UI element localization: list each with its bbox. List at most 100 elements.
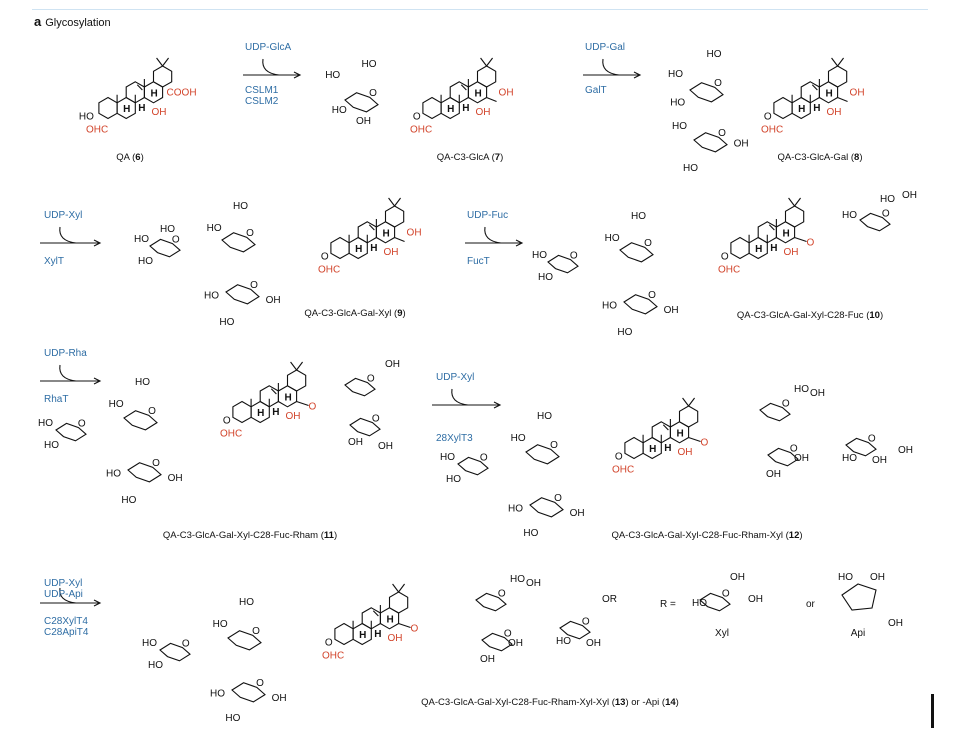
c16-hydroxyl: OH [783,247,798,258]
aldehyde-label: OHC [220,429,242,440]
cofactor-curve [262,58,280,76]
sugar-substituent: OH [480,654,495,665]
sugar-substituent: HO [134,234,149,245]
h-label: H [770,243,777,254]
sugar-ring [623,294,658,315]
sugar-substituent: HO [325,70,340,81]
core-ring [730,236,750,260]
methyl [392,583,399,593]
h-label: H [382,228,389,239]
substrate-label: UDP-GlcA [245,42,291,53]
core-ring [330,236,350,260]
sugar-substituent: HO [219,317,234,328]
h-label: H [374,629,381,640]
sugar-ring [349,417,381,437]
c3-glycosidic-oxygen: O [321,251,329,262]
sugar-substituent: OH [872,455,887,466]
arrow-head [93,599,102,607]
sugar-substituent: HO [213,619,228,630]
c16-hydroxyl: OH [151,107,166,118]
sugar-ring [481,632,513,652]
sugar-substituent: HO [440,452,455,463]
sugar-substituent: OH [734,139,749,150]
sugar-substituent: HO [556,636,571,647]
compound-caption: QA-C3-GlcA-Gal-Xyl-C28-Fuc-Rham-Xyl-Xyl … [421,697,679,708]
h-label: H [447,104,454,115]
sugar-substituent: HO [510,574,525,585]
panel-letter: a [34,14,42,29]
sugar-ring [55,422,87,442]
double-bond [368,224,375,231]
h-label: H [272,407,279,418]
core-ring [232,400,252,424]
core-ring [678,405,699,428]
ring-oxygen: O [182,638,190,649]
sugar-substituent: HO [794,384,809,395]
sugar-substituent: HO [204,291,219,302]
sugar-substituent: OH [508,638,523,649]
sugar-substituent: OH [385,359,400,370]
sugar-ring [689,82,724,103]
h-label: H [649,444,656,455]
double-bond [460,84,467,91]
sugar-substituent: HO [537,411,552,422]
ring-oxygen: O [152,458,160,469]
sugar-substituent: HO [446,474,461,485]
sugar-ring [221,232,256,253]
sugar-ring [693,132,728,153]
c16-hydroxyl: OH [677,447,692,458]
methyl [398,583,405,593]
sugar-substituent: OH [272,693,287,704]
sugar-substituent: OH [168,473,183,484]
ring-oxygen: O [367,373,375,384]
substrate-label: UDP-Xyl [44,210,82,221]
corner-bar [931,694,934,728]
carboxylic-acid: COOH [167,88,197,99]
compound-caption: QA-C3-GlcA-Gal-Xyl-C28-Fuc-Rham-Xyl (12) [611,530,802,541]
sugar-ring [845,437,877,457]
ring-oxygen: O [78,418,86,429]
sugar-ring [525,444,560,465]
xyl-label: Xyl [715,628,729,639]
compound-caption: QA-C3-GlcA (7) [437,152,504,163]
methyl [788,197,795,207]
double-bond [811,84,818,91]
h-label: H [755,244,762,255]
sugar-substituent: HO [135,377,150,388]
sugar-substituent: HO [538,272,553,283]
sugar-ring [227,630,262,651]
methyl [156,57,163,67]
sugar-substituent: HO [106,469,121,480]
or-word: or [806,599,816,610]
h-label: H [813,103,820,114]
sugar-substituent: OH [794,453,809,464]
core-ring [827,65,848,88]
arrow-head [93,377,102,385]
sugar-ring [123,410,158,431]
sugar-substituent: OH [586,638,601,649]
ring-oxygen: O [256,678,264,689]
methyl [794,197,801,207]
ester-oxygen: O [411,624,419,635]
cofactor-curve [602,58,620,76]
sugar-substituent: OH [902,190,917,201]
ring-oxygen: O [172,234,180,245]
c16-hydroxyl: OH [826,107,841,118]
core-ring [388,591,409,614]
sugar-substituent: OH [570,508,585,519]
methyl [394,197,401,207]
sugar-substituent: HO [631,211,646,222]
h-label: H [355,244,362,255]
ring-oxygen: O [480,452,488,463]
sugar-substituent: HO [207,223,222,234]
enzyme-label: FucT [467,256,490,267]
cofactor-curve [451,388,469,406]
c16-hydroxyl: OH [285,411,300,422]
c16-hydroxyl: OH [387,633,402,644]
c28-bond [394,236,405,243]
compound-caption: QA (6) [116,152,143,163]
cofactor-curve [59,226,77,244]
ring-oxygen: O [722,588,730,599]
